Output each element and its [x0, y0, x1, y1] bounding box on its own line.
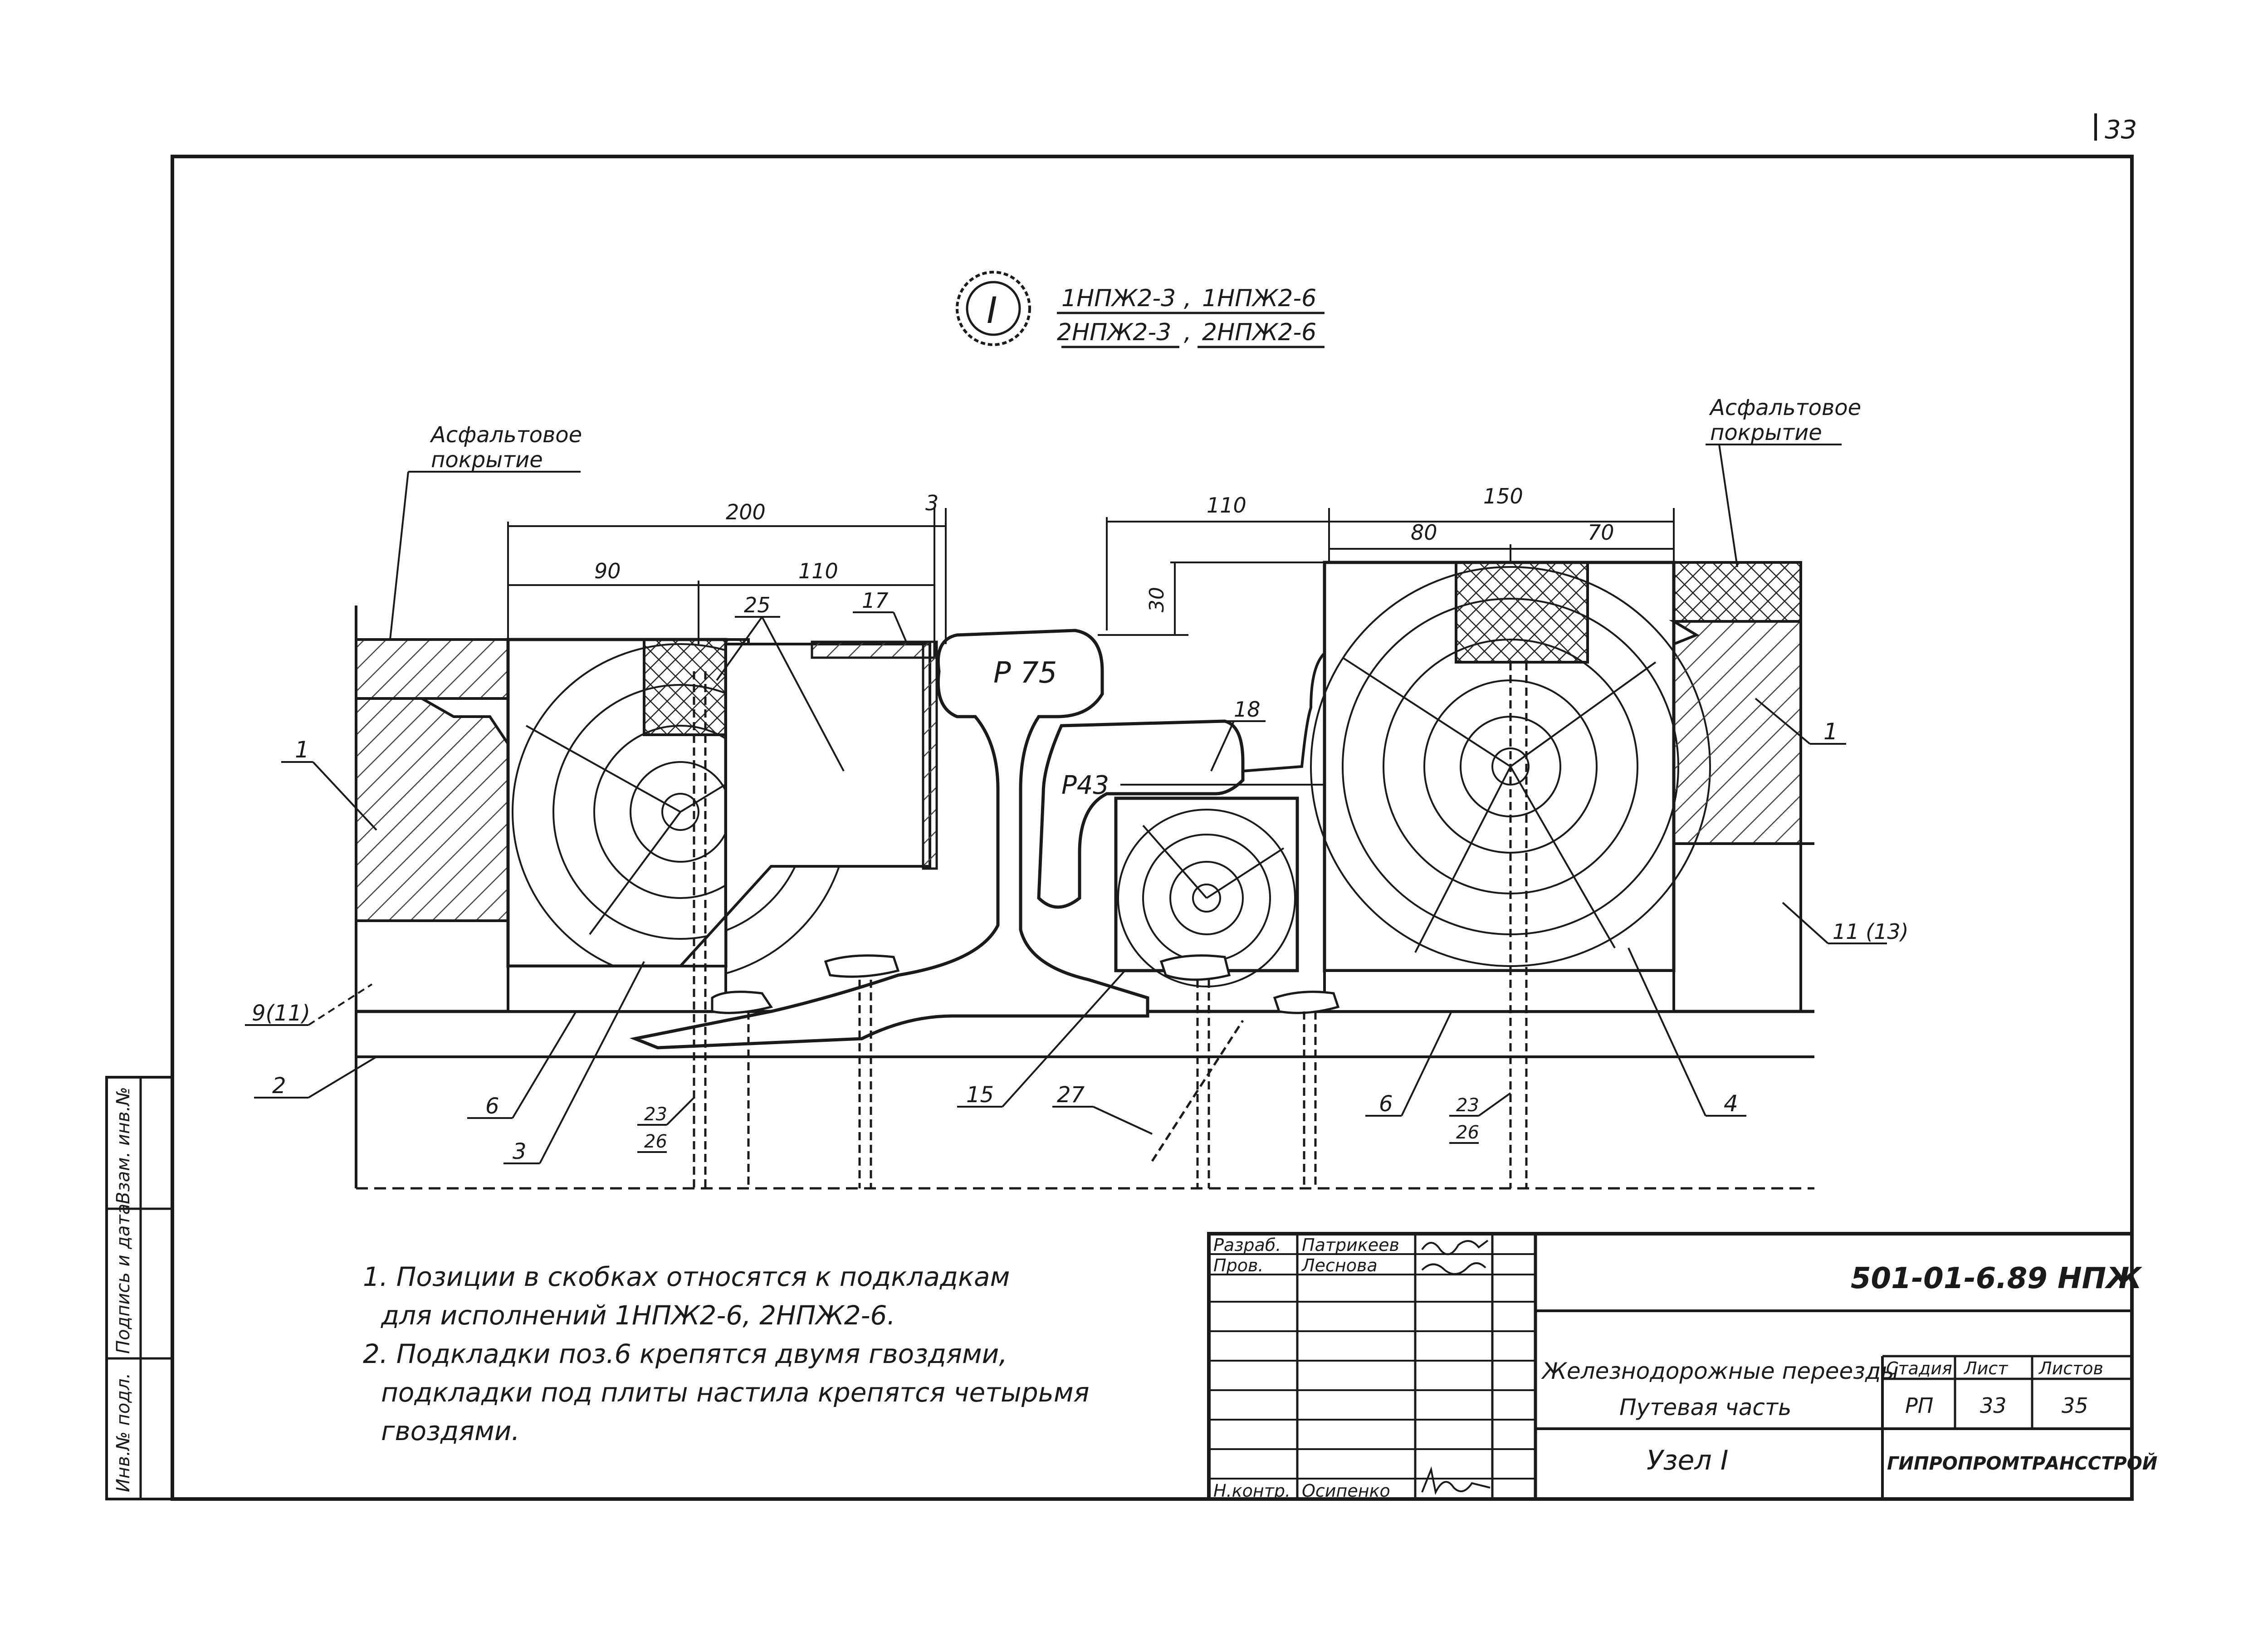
dim-70: 70 — [1588, 520, 1614, 545]
left-base-strip — [507, 965, 727, 1013]
node-symbol: I — [987, 289, 997, 332]
svg-text:,: , — [1184, 285, 1192, 312]
dim-200: 200 — [726, 500, 766, 524]
dim-80: 80 — [1411, 520, 1437, 545]
asphalt-left-line2: покрытие — [431, 447, 543, 473]
pos-1-right: 1 — [1823, 718, 1838, 745]
name-developer: Патрикеев — [1302, 1235, 1399, 1255]
project-title-2: Путевая часть — [1619, 1394, 1791, 1421]
tie-plate-right — [1159, 954, 1231, 981]
rail-p75 — [629, 629, 1149, 1050]
pos-26-right: 26 — [1456, 1122, 1479, 1143]
project-title-1: Железнодорожные переезды — [1541, 1358, 1899, 1384]
role-developer: Разраб. — [1213, 1235, 1281, 1255]
node-circle-inner — [966, 281, 1021, 336]
name-checker: Леснова — [1301, 1255, 1378, 1275]
pos-27: 27 — [1057, 1082, 1085, 1108]
node-circle-outer — [956, 271, 1031, 346]
signature-checker — [1421, 1262, 1486, 1275]
role-checker: Пров. — [1213, 1255, 1263, 1275]
pos-6-right: 6 — [1379, 1091, 1393, 1117]
pos-3: 3 — [513, 1139, 527, 1164]
label-rail-p43: Р43 — [1061, 771, 1109, 800]
sheet-title: Узел I — [1647, 1445, 1729, 1476]
pos-1-left: 1 — [295, 737, 309, 763]
left-concrete-slab — [355, 697, 509, 922]
asphalt-left-line1: Асфальтовое — [430, 422, 582, 448]
stage-label: Стадия — [1886, 1358, 1952, 1378]
pos-25: 25 — [744, 593, 771, 617]
angle-steel-17 — [811, 640, 936, 659]
pos-11: 11 (13) — [1833, 919, 1909, 944]
pos-15: 15 — [966, 1082, 994, 1108]
right-rubber-insert — [1455, 561, 1589, 664]
dim-110-left: 110 — [798, 559, 838, 583]
pos-18: 18 — [1234, 697, 1261, 722]
note-1-line2: для исполнений 1НПЖ2-6, 2НПЖ2-6. — [381, 1300, 895, 1331]
dim-3: 3 — [925, 491, 938, 515]
signature-developer — [1421, 1240, 1489, 1255]
note-2-line1: 2. Подкладки поз.6 крепятся двумя гвоздя… — [363, 1338, 1007, 1369]
document-code: 501-01-6.89 НПЖ — [1851, 1262, 2142, 1295]
node-title: I 1НПЖ2-3 , 1НПЖ2-6 2НПЖ2-3 , 2НПЖ2-6 — [956, 271, 1325, 348]
note-2-line2: подкладки под плиты настила крепятся чет… — [381, 1377, 1089, 1408]
cross-section — [355, 561, 1814, 1190]
pos-23-left: 23 — [644, 1104, 667, 1125]
pos-9: 9(11) — [252, 1001, 310, 1026]
svg-text:33: 33 — [2105, 115, 2137, 145]
svg-text:,: , — [1184, 319, 1192, 346]
pos-4: 4 — [1724, 1090, 1738, 1117]
pos-6-left: 6 — [485, 1094, 499, 1119]
variant-top-right: 1НПЖ2-6 — [1202, 285, 1316, 312]
page-number: 33 — [2094, 113, 2137, 145]
sheets-value: 35 — [2062, 1393, 2088, 1418]
sheet-value: 33 — [1980, 1393, 2007, 1418]
dim-90: 90 — [594, 559, 621, 583]
dim-150: 150 — [1483, 484, 1523, 508]
stamp-signature-date: Подпись и дата — [113, 1204, 134, 1354]
right-concrete-slab — [1669, 620, 1802, 845]
asphalt-right-line1: Асфальтовое — [1709, 395, 1861, 420]
rail-p43 — [1037, 719, 1245, 909]
note-1-line1: 1. Позиции в скобках относятся к подклад… — [363, 1261, 1010, 1292]
pos-17: 17 — [862, 588, 889, 613]
right-asphalt — [1672, 561, 1802, 623]
callouts: Асфальтовое покрытие Асфальтовое покрыти… — [245, 395, 1909, 1164]
pos-23-right: 23 — [1456, 1095, 1479, 1116]
pos-26-left: 26 — [644, 1131, 667, 1152]
asphalt-right-line2: покрытие — [1710, 420, 1822, 445]
sheets-label: Листов — [2038, 1358, 2103, 1378]
tie-plate-mid — [824, 954, 900, 978]
variant-bottom-right: 2НПЖ2-6 — [1202, 319, 1316, 346]
dim-30: 30 — [1145, 587, 1168, 612]
stamp-vzam-inv: Взам. инв.№ — [113, 1087, 134, 1204]
name-norm-control: Осипенко — [1302, 1481, 1390, 1501]
pos-2: 2 — [272, 1073, 286, 1099]
dim-110-mid: 110 — [1207, 493, 1246, 518]
title-block: Разраб. Патрикеев Пров. Леснова Н.контр.… — [1207, 1232, 2157, 1501]
organization: ГИПРОПРОМТРАНССТРОЙ — [1887, 1452, 2157, 1474]
stamp-inv-podl: Инв.№ подл. — [113, 1373, 134, 1492]
signature-norm-control — [1421, 1466, 1491, 1495]
stage-value: РП — [1905, 1393, 1933, 1418]
sheet-frame — [171, 155, 2134, 1501]
sheet-label: Лист — [1963, 1358, 2009, 1378]
variant-top-left: 1НПЖ2-3 — [1061, 285, 1176, 312]
tie-plate-left — [711, 991, 773, 1014]
notes: 1. Позиции в скобках относятся к подклад… — [363, 1261, 1089, 1446]
dimensions: 200 3 90 110 110 150 80 70 30 — [507, 484, 1675, 644]
left-asphalt — [355, 638, 509, 700]
role-norm-control: Н.контр. — [1213, 1481, 1290, 1501]
label-rail-p75: Р 75 — [993, 656, 1057, 690]
right-base-strip — [1323, 969, 1675, 1013]
variant-bottom-left: 2НПЖ2-3 — [1057, 319, 1171, 346]
note-2-line3: гвоздями. — [381, 1416, 520, 1446]
tie-plate-far — [1273, 991, 1340, 1014]
